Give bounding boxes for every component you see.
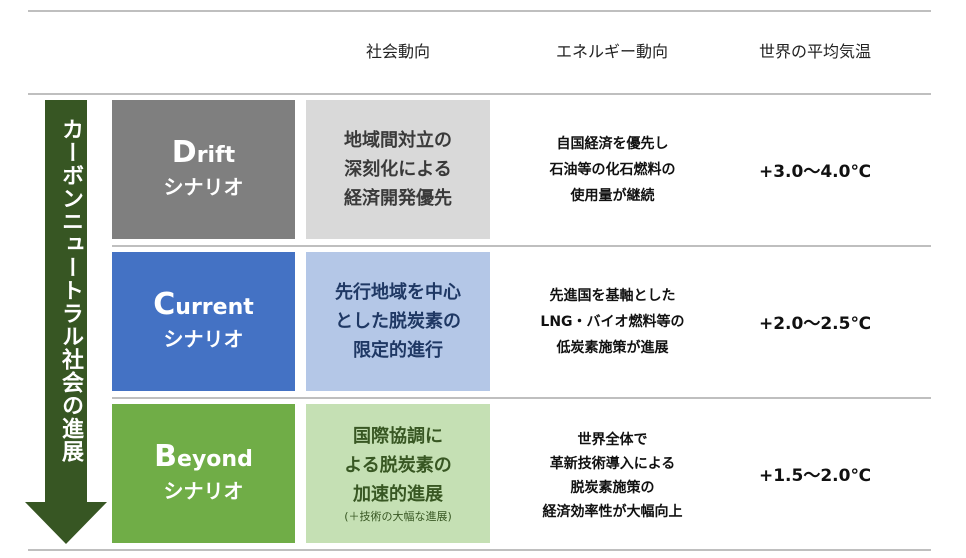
scenario-initial: B [154,439,178,474]
header-energy: エネルギー動向 [555,42,668,61]
energy-line: 使用量が継続 [570,187,655,204]
social-line: 深刻化による [344,159,452,180]
energy-line: 革新技術導入による [549,455,676,472]
scenario-name-rest: rift [196,143,236,168]
temperature-current: +2.0～2.5℃ [758,314,872,334]
energy-line: 世界全体で [577,431,648,448]
temperature-drift: +3.0～4.0℃ [758,162,872,182]
scenario-name-rest: eyond [177,447,253,472]
energy-drift: 自国経済を優先し石油等の化石燃料の使用量が継続 [500,100,725,239]
social-line: 地域間対立の [344,130,452,151]
energy-line: 脱炭素施策の [570,479,655,496]
scenario-name: Drift [172,137,235,172]
social-line: 経済開発優先 [344,188,452,209]
scenario-initial: C [153,287,176,322]
temperature-beyond: +1.5～2.0℃ [758,466,872,486]
social-note: (＋技術の大幅な進展) [344,510,452,523]
scenario-sub: シナリオ [163,327,244,351]
row-rule [112,397,931,399]
social-line: 国際協調に [353,426,443,447]
header-rule [28,93,931,95]
social-line: 先行地域を中心 [335,282,461,303]
energy-line: 低炭素施策が進展 [556,339,669,356]
social-current: 先行地域を中心とした脱炭素の限定的進行 [306,252,490,391]
scenario-name: Beyond [154,441,253,476]
energy-line: 石油等の化石燃料の [549,161,676,178]
social-beyond: 国際協調による脱炭素の加速的進展 (＋技術の大幅な進展) [306,404,490,543]
energy-line: 経済効率性が大幅向上 [542,503,683,520]
scenario-drift: Drift シナリオ [112,100,295,239]
bottom-rule [28,549,931,551]
energy-line: LNG・バイオ燃料等の [540,313,685,330]
scenario-beyond: Beyond シナリオ [112,404,295,543]
top-rule [28,10,931,12]
header-temperature: 世界の平均気温 [758,42,871,61]
social-line: よる脱炭素の [344,455,452,476]
scenario-name: Current [153,289,254,324]
social-drift: 地域間対立の深刻化による経済開発優先 [306,100,490,239]
progress-arrow-icon [25,100,107,544]
header-social: 社会動向 [365,42,430,61]
energy-line: 自国経済を優先し [556,135,669,152]
energy-beyond: 世界全体で革新技術導入による脱炭素施策の経済効率性が大幅向上 [500,406,725,545]
social-line: とした脱炭素の [335,311,461,332]
scenario-current: Current シナリオ [112,252,295,391]
scenario-sub: シナリオ [163,479,244,503]
energy-line: 先進国を基軸とした [549,287,676,304]
social-line: 加速的進展 [353,484,443,505]
scenario-name-rest: urrent [175,295,254,320]
row-rule [112,245,931,247]
social-line: 限定的進行 [353,340,443,361]
scenario-initial: D [171,135,197,170]
scenario-sub: シナリオ [163,175,244,199]
arrow-label: カーボンニュートラル社会の進展 [58,118,83,463]
energy-current: 先進国を基軸とした LNG・バイオ燃料等の低炭素施策が進展 [500,252,725,391]
